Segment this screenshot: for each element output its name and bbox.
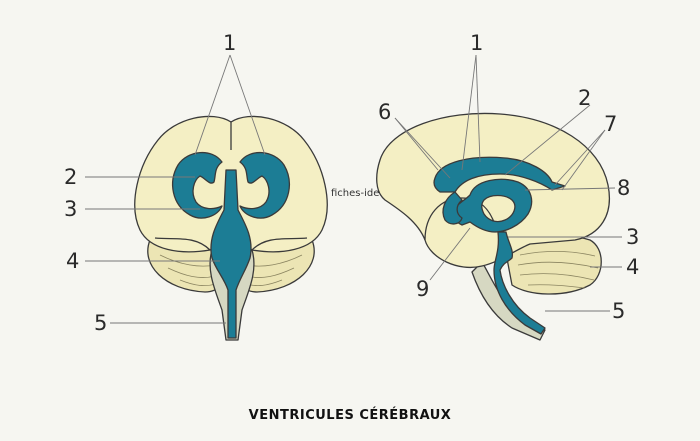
side-label-8: 8: [617, 176, 631, 200]
side-leader-lines: [394, 54, 622, 312]
front-third-fourth-ventricle: [210, 169, 252, 339]
side-label-6: 6: [378, 100, 392, 124]
side-label-1: 1: [470, 31, 484, 55]
side-fourth-ventricle: [493, 231, 546, 335]
side-label-2: 2: [578, 86, 592, 110]
front-label-3: 3: [64, 197, 78, 221]
front-label-4: 4: [66, 249, 80, 273]
front-label-5: 5: [94, 311, 108, 335]
diagram-title: VENTRICULES CÉRÉBRAUX: [248, 408, 452, 423]
side-cerebellum-folia: [517, 250, 599, 289]
side-label-4: 4: [626, 255, 640, 279]
front-label-2: 2: [64, 165, 78, 189]
side-brainstem: [471, 261, 546, 341]
front-view: [134, 115, 328, 341]
front-lateral-ventricle-left: [172, 151, 223, 219]
front-label-1: 1: [223, 31, 237, 55]
watermark-text: fiches-ide: [331, 188, 380, 199]
side-label-7: 7: [604, 112, 618, 136]
side-temporal-horn: [442, 191, 463, 225]
side-view: [376, 112, 610, 341]
side-lateral-ventricle: [433, 156, 566, 193]
side-label-3: 3: [626, 225, 640, 249]
side-label-5: 5: [612, 299, 626, 323]
side-label-9: 9: [416, 277, 430, 301]
front-lateral-ventricle-right: [239, 151, 290, 219]
front-leader-lines: [85, 54, 266, 324]
